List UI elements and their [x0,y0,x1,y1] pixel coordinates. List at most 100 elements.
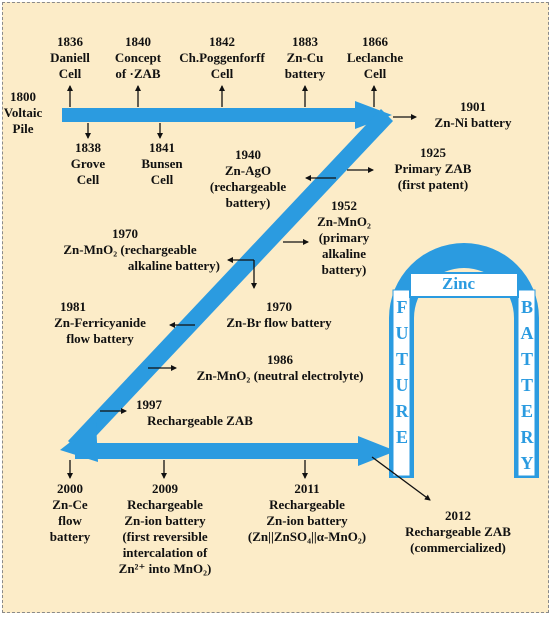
battery-word: B A T T E R Y [518,294,536,476]
event-line: (first reversible [122,529,208,544]
event-line: Zn-MnO₂ (rechargeable [63,242,197,257]
bottom-bar [75,436,396,466]
event-line: battery [49,529,91,544]
event-line: (primary [318,230,370,245]
event-line: Cell [210,66,234,81]
zinc-label: Zinc [442,274,476,293]
event-line: Rechargeable [127,497,203,512]
event-line: (rechargeable [209,179,287,194]
battery-letter: B [520,297,533,317]
event-line: Zn²⁺ into MnO₂) [118,561,212,576]
event-1981: 1981 Zn-Ferricyanide flow battery [40,299,160,347]
event-line: (first patent) [397,177,469,192]
event-line: Zn-Ferricyanide [54,315,146,330]
future-battery [389,243,539,478]
left-pillar [392,289,411,477]
event-line: Cell [363,66,387,81]
event-line: Leclanche [346,50,404,65]
event-line: flow [58,513,82,528]
event-year: 2011 [294,481,320,496]
event-line: Zn-MnO₂ (neutral electrolyte) [196,368,364,383]
battery-letter: Y [520,453,534,473]
event-year: 1970 [266,299,292,314]
event-year: 2000 [57,481,83,496]
event-line: Primary ZAB [394,161,472,176]
event-line: intercalation of [122,545,208,560]
event-year: 1800 [10,89,36,104]
top-bar [62,101,392,129]
event-year: 1981 [60,299,86,314]
event-line: Zn-Br flow battery [226,315,332,330]
event-2011: 2011 Rechargeable Zn-ion battery (Zn||Zn… [228,481,386,545]
future-letter: F [396,297,408,317]
z-timeline-arrow [60,101,396,466]
event-line: alkaline battery) [127,258,220,273]
future-letter: E [395,427,408,447]
event-line: Zn-ion battery [266,513,348,528]
event-1842: 1842 Ch.Poggenforff Cell [170,34,274,82]
battery-letter: E [520,401,533,421]
event-line: Rechargeable ZAB [147,413,253,428]
event-year: 1883 [292,34,318,49]
event-year: 1952 [331,198,357,213]
battery-letter: T [520,375,533,395]
event-year: 2009 [152,481,178,496]
event-line: of ·ZAB [115,66,161,81]
event-year: 1925 [420,145,446,160]
event-line: (Zn||ZnSO₄||α-MnO₂) [247,529,367,544]
event-line: Cell [150,172,174,187]
future-letter: R [395,401,409,421]
event-1970-zn-mno2: 1970 Zn-MnO₂ (rechargeable alkaline batt… [40,226,220,274]
event-year: 1901 [460,99,486,114]
event-line: flow battery [66,331,134,346]
connector-arrows [67,85,431,501]
event-1970-zn-br: 1970 Zn-Br flow battery [212,299,346,331]
future-word: F U T U R E [393,294,411,450]
event-line: Zn-Ce [52,497,88,512]
event-2012: 2012 Rechargeable ZAB (commercialized) [390,508,526,556]
event-line: Concept [114,50,162,65]
event-year: 1940 [235,147,261,162]
battery-letter: T [520,349,533,369]
event-line: Pile [12,121,34,136]
event-line: Zn-ion battery [124,513,206,528]
event-1997: 1997 Rechargeable ZAB [130,397,270,429]
event-line: Cell [58,66,82,81]
event-1866: 1866 Leclanche Cell [338,34,412,82]
event-line: Bunsen [141,156,183,171]
event-line: Zn-Cu [286,50,324,65]
event-year: 1866 [362,34,388,49]
event-line: Ch.Poggenforff [179,50,265,65]
event-year: 1997 [136,397,162,412]
event-year: 1840 [125,34,151,49]
event-year: 1970 [112,226,138,241]
event-line: Rechargeable ZAB [405,524,511,539]
event-1840: 1840 Concept of ·ZAB [104,34,172,82]
event-year: 1836 [57,34,83,49]
event-line: Grove [70,156,106,171]
future-letter: U [395,323,409,343]
event-line: (commercialized) [410,540,506,555]
event-1883: 1883 Zn-Cu battery [276,34,334,82]
future-letter: U [395,375,409,395]
event-line: battery) [321,262,367,277]
event-year: 2012 [445,508,471,523]
figure-panel [2,2,549,613]
event-1925: 1925 Primary ZAB (first patent) [378,145,488,193]
event-line: battery [284,66,326,81]
event-line: Voltaic [3,105,43,120]
event-year: 1842 [209,34,235,49]
event-1838: 1838 Grove Cell [62,140,114,188]
zinc-band [409,272,519,298]
event-line: Daniell [50,50,90,65]
event-year: 1986 [267,352,293,367]
event-1901: 1901 Zn-Ni battery [418,99,528,131]
event-1841: 1841 Bunsen Cell [136,140,188,188]
event-line: Cell [76,172,100,187]
event-year: 1838 [75,140,101,155]
arrow-2012 [371,456,431,501]
right-pillar [517,289,536,477]
event-line: battery) [225,195,271,210]
